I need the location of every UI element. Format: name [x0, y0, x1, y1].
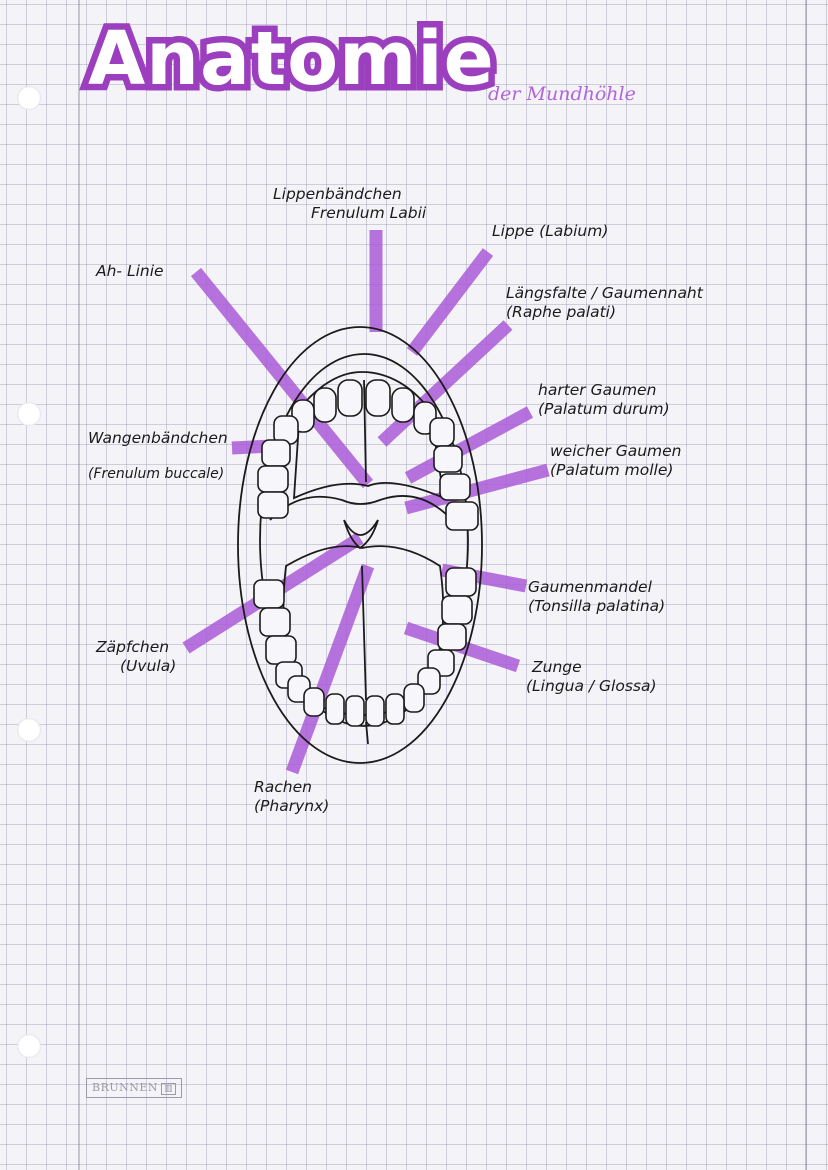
label-zaepfchen-term: Zäpfchen [96, 638, 170, 656]
tooth [253, 579, 285, 609]
label-zaepfchen-latin: (Uvula) [120, 657, 177, 675]
brand-stamp: BRUNNEN▥ [86, 1078, 183, 1098]
tooth [261, 439, 291, 467]
tooth [441, 595, 473, 625]
label-harter-gaumen-term: harter Gaumen [538, 381, 657, 399]
page-subtitle: der Mundhöhle [488, 83, 636, 105]
label-zunge-term: Zunge [532, 658, 582, 676]
tooth [257, 491, 289, 519]
label-lippenbaendchen-term: Lippenbändchen [273, 185, 402, 203]
label-rachen-latin: (Pharynx) [254, 797, 330, 815]
brand-logo-icon: ▥ [161, 1083, 177, 1095]
punch-hole [17, 86, 41, 110]
tooth [257, 465, 289, 493]
label-laengsfalte-term: Längsfalte / Gaumennaht [506, 284, 703, 302]
label-lippe: Lippe (Labium) [492, 222, 608, 241]
tongue-midline [361, 565, 367, 701]
punch-hole [17, 718, 41, 742]
tooth [391, 387, 415, 423]
label-harter-gaumen: harter Gaumen (Palatum durum) [538, 381, 670, 419]
lower-frenulum [365, 721, 369, 745]
tooth [365, 379, 391, 417]
tooth [429, 417, 455, 447]
tooth [445, 567, 477, 597]
tooth [313, 387, 337, 423]
label-zunge: Zunge (Lingua / Glossa) [526, 658, 657, 696]
leader-rachen [285, 563, 375, 775]
label-gaumenmandel: Gaumenmandel (Tonsilla palatina) [528, 578, 665, 616]
label-lippenbaendchen: Lippenbändchen Frenulum Labii [273, 185, 426, 223]
label-wangenbaendchen-term: Wangenbändchen [88, 429, 228, 447]
tooth [385, 693, 405, 725]
lower-teeth [253, 567, 477, 727]
label-zunge-latin: (Lingua / Glossa) [526, 677, 657, 695]
punch-hole [17, 1034, 41, 1058]
label-zaepfchen: Zäpfchen (Uvula) [96, 638, 176, 676]
tooth [445, 501, 479, 531]
mouth-outline [237, 326, 483, 764]
tooth [433, 445, 463, 473]
label-lippe-term: Lippe (Labium) [492, 222, 609, 240]
tooth [325, 693, 345, 725]
tooth [303, 687, 325, 717]
label-weicher-gaumen-term: weicher Gaumen [550, 442, 682, 460]
uvula [343, 519, 379, 550]
punch-hole [17, 402, 41, 426]
tooth [439, 473, 471, 501]
grid-margin-line-right [805, 0, 807, 1170]
grid-margin-line-left [78, 0, 80, 1170]
label-ah-linie: Ah- Linie [96, 262, 164, 281]
outer-lip-outline [237, 326, 483, 764]
soft-palate-arch [269, 495, 453, 521]
label-rachen-term: Rachen [254, 778, 312, 796]
label-wangenbaendchen-latin: (Frenulum buccale) [88, 466, 225, 482]
inner-mouth-outline [259, 353, 469, 727]
label-laengsfalte: Längsfalte / Gaumennaht (Raphe palati) [506, 284, 703, 322]
tooth [337, 379, 363, 417]
tooth [265, 635, 297, 665]
label-weicher-gaumen-latin: (Palatum molle) [550, 461, 674, 479]
tooth [403, 683, 425, 713]
brand-name: BRUNNEN [92, 1081, 159, 1094]
label-ah-linie-term: Ah- Linie [96, 262, 164, 280]
tooth [345, 695, 365, 727]
label-lippenbaendchen-latin: Frenulum Labii [311, 204, 427, 222]
label-wangenbaendchen: Wangenbändchen (Frenulum buccale) [88, 420, 228, 492]
page-title: Anatomie [82, 16, 501, 103]
label-gaumenmandel-latin: (Tonsilla palatina) [528, 597, 666, 615]
label-laengsfalte-latin: (Raphe palati) [506, 303, 617, 321]
tooth [365, 695, 385, 727]
label-weicher-gaumen: weicher Gaumen (Palatum molle) [550, 442, 682, 480]
tooth [259, 607, 291, 637]
label-gaumenmandel-term: Gaumenmandel [528, 578, 652, 596]
label-harter-gaumen-latin: (Palatum durum) [538, 400, 670, 418]
label-rachen: Rachen (Pharynx) [254, 778, 329, 816]
upper-teeth [257, 379, 479, 531]
tooth [437, 623, 467, 651]
leader-lippe [406, 248, 494, 356]
raphe-palati [363, 379, 367, 483]
